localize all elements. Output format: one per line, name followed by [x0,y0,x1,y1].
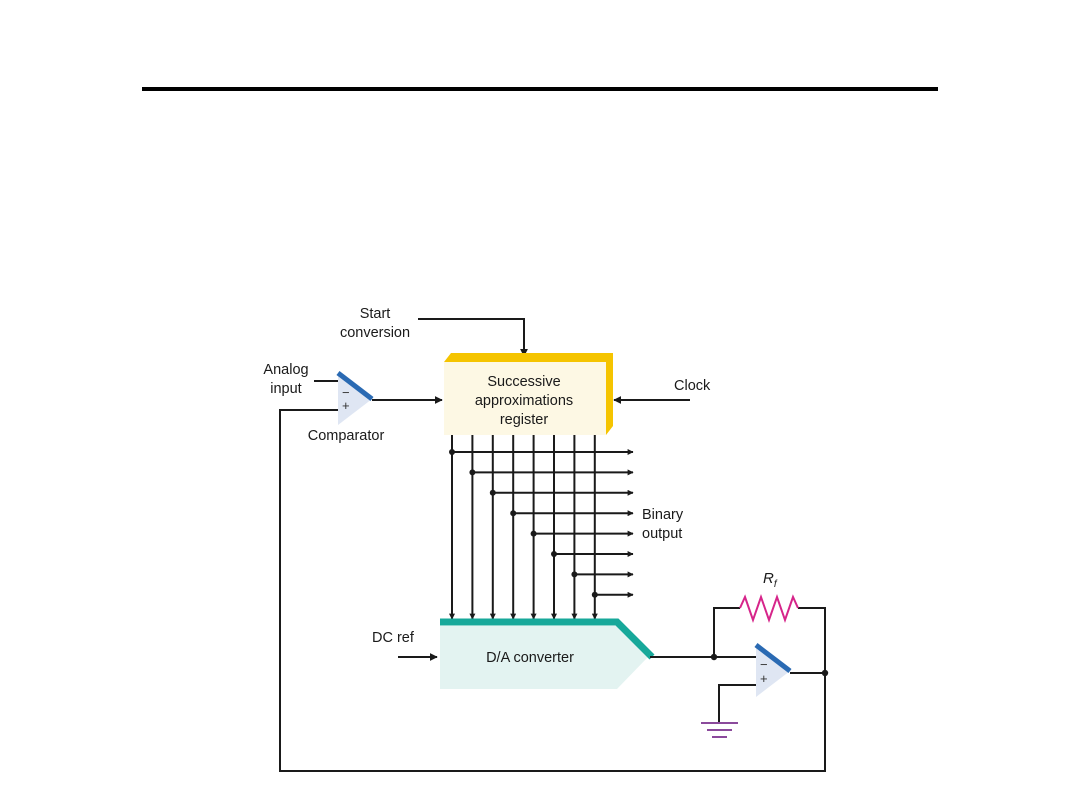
rf-left-wire [713,607,740,657]
clock-label: Clock [674,378,711,394]
comparator-label: Comparator [308,428,385,444]
start-conversion-wire [418,318,528,357]
start-conversion-label: Start conversion [340,306,410,341]
rf-label: Rf [763,570,778,590]
ground-icon [701,722,738,738]
bit-tap-node-4 [530,530,537,537]
top-rule [142,87,938,91]
bit-tap-node-0 [449,449,455,455]
svg-text:Start: Start [360,306,391,322]
svg-text:Binary: Binary [642,507,684,523]
rf-right-wire [798,607,826,673]
svg-text:D/A converter: D/A converter [486,650,574,666]
dc-ref-label: DC ref [372,630,415,646]
svg-text:register: register [500,412,549,428]
svg-text:conversion: conversion [340,325,410,341]
feedback-wire [279,409,826,772]
da-converter: D/A converter [440,618,655,689]
ground-wire [718,684,756,722]
svg-text:−: − [342,385,350,400]
svg-text:Successive: Successive [487,374,560,390]
bit-tap-node-2 [489,489,496,496]
svg-text:+: + [342,398,350,413]
analog-input-label: Analog input [263,362,308,397]
bit-tap-node-5 [551,551,557,557]
svg-text:input: input [270,381,301,397]
svg-text:+: + [760,671,768,686]
feedback-resistor [739,593,799,624]
bit-tap-node-3 [510,510,517,517]
svg-text:output: output [642,526,682,542]
binary-output-label: Binary output [642,507,684,542]
comparator-opamp: − + [336,371,374,425]
bit-tap-node-7 [591,591,598,598]
successive-approximations-register: Successive approximations register [444,353,613,435]
bit-tap-node-6 [571,571,578,578]
bit-lines [449,435,634,620]
svg-text:Analog: Analog [263,362,308,378]
svg-text:approximations: approximations [475,393,573,409]
output-node [821,669,829,677]
inverting-opamp: − + [754,643,792,697]
bit-tap-node-1 [469,469,476,476]
svg-text:−: − [760,657,768,672]
